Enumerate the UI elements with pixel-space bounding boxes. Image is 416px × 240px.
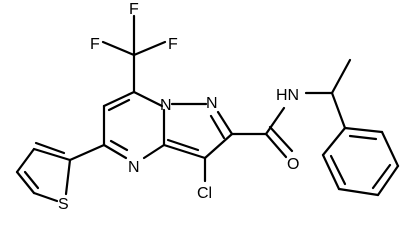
bond-phenyl-5 [380, 130, 400, 168]
bond-n-pyrazole-c2-double [209, 114, 226, 140]
bond-c5-n4-double [109, 139, 129, 152]
bond-c7-c6-double [107, 98, 131, 112]
bond-phenyl-double-3 [348, 134, 378, 141]
chemical-structure: F F F N N N HN O Cl S [15, 1, 400, 213]
bond-thiophene-5 [64, 158, 72, 196]
bond-c3-c3a-double [166, 138, 200, 152]
bonds [15, 14, 400, 203]
bond-carbonyl-o [264, 132, 288, 159]
carbonyl-oxygen-label: O [287, 156, 299, 173]
bond-ch-methyl [330, 58, 352, 95]
bond-n-pyrazole-c2 [216, 110, 234, 136]
bond-phenyl-1 [321, 126, 347, 157]
chlorine-label: Cl [197, 185, 212, 202]
amide-nitrogen-label: HN [276, 87, 299, 104]
thiophene-sulfur-label: S [58, 196, 69, 213]
bond-c2-c3 [203, 132, 234, 160]
bond-phenyl-double-2 [371, 163, 392, 190]
bond-phenyl-6 [343, 126, 384, 134]
bond-thiophene-1 [32, 147, 72, 162]
bond-c7-n-bridge [132, 90, 164, 108]
atom-labels: F F F N N N HN O Cl S [58, 1, 299, 213]
bond-cf3-f-left [101, 40, 136, 57]
pyrimidine-nitrogen-label: N [128, 159, 140, 176]
bond-thiophene-4 [32, 191, 59, 203]
bond-thiophene-1-double [34, 141, 66, 155]
bond-thiophene-3-double [23, 170, 40, 190]
bond-phenyl-2 [321, 153, 341, 191]
bond-carbonyl-o-double [268, 125, 294, 153]
bond-phenyl-double-1 [329, 154, 347, 186]
bond-thiophene-2 [15, 147, 36, 174]
bond-phenyl-3 [337, 187, 380, 197]
fluorine-label-top: F [129, 1, 139, 18]
bond-cf3-f-right [132, 40, 167, 57]
bond-c7-c6 [102, 90, 136, 108]
bond-c3-c3a [162, 143, 207, 160]
bond-c5-n4 [102, 143, 128, 160]
bridge-nitrogen-label: N [160, 97, 172, 114]
bond-thiophene-3 [15, 170, 36, 195]
bond-carbonyl-nh [264, 106, 286, 136]
bond-ch-phenyl [330, 91, 347, 130]
bond-phenyl-4 [376, 164, 400, 197]
bond-n4-c3a [142, 143, 166, 160]
fluorine-label-right: F [168, 36, 178, 53]
bond-c5-thiophene [68, 143, 106, 162]
fluorine-label-left: F [90, 36, 100, 53]
pyrazole-nitrogen-label: N [206, 95, 218, 112]
